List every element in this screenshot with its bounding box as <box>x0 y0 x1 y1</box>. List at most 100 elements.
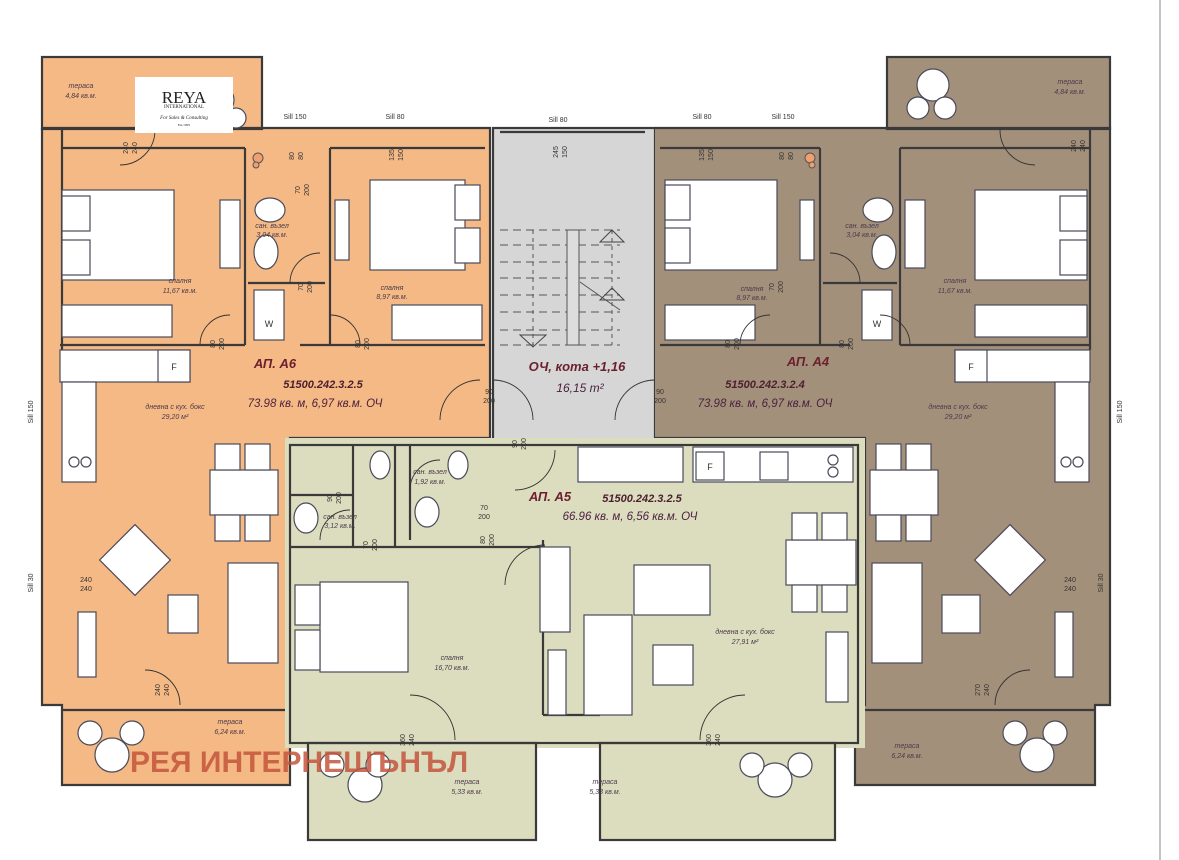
wardrobe <box>539 546 571 633</box>
svg-text:150: 150 <box>398 149 405 161</box>
svg-text:240: 240 <box>409 734 416 746</box>
svg-text:90: 90 <box>656 389 664 396</box>
sill-labels: Sill 150 Sill 80 Sill 80 Sill 80 Sill 15… <box>28 114 1124 593</box>
svg-text:сан. възел: сан. възел <box>413 469 447 476</box>
svg-text:80: 80 <box>779 152 786 160</box>
terrace-table <box>757 762 793 798</box>
svg-text:80: 80 <box>788 152 795 160</box>
logo-sub: INTERNATIONAL <box>164 105 204 110</box>
svg-text:51500.242.3.2.4: 51500.242.3.2.4 <box>725 379 805 391</box>
svg-text:80: 80 <box>210 340 217 348</box>
svg-text:сан. възел: сан. възел <box>845 223 879 230</box>
svg-text:240: 240 <box>155 684 162 696</box>
svg-text:200: 200 <box>307 281 314 293</box>
svg-text:3,12 кв.м.: 3,12 кв.м. <box>324 523 355 530</box>
svg-text:70: 70 <box>298 283 305 291</box>
svg-text:200: 200 <box>778 281 785 293</box>
apartment-a4-title: АП. А4 <box>786 354 830 369</box>
wardrobe <box>391 304 483 341</box>
svg-text:200: 200 <box>304 184 311 196</box>
svg-text:80: 80 <box>839 340 846 348</box>
svg-text:сан. възел: сан. възел <box>323 514 357 521</box>
svg-text:29,20 м²: 29,20 м² <box>161 414 189 421</box>
sink-unit <box>759 451 789 481</box>
logo-est: Est.1995 <box>178 123 191 127</box>
svg-text:80: 80 <box>298 152 305 160</box>
svg-text:70: 70 <box>363 541 370 549</box>
apartment-a6[interactable]: W F <box>40 55 492 787</box>
svg-text:240: 240 <box>80 586 92 593</box>
fridge-label: F <box>707 462 713 472</box>
tv-stand <box>77 611 97 678</box>
svg-text:тераса: тераса <box>69 83 94 90</box>
svg-text:200: 200 <box>364 338 371 350</box>
svg-text:70: 70 <box>480 505 488 512</box>
sofa <box>583 614 633 716</box>
svg-text:Sill 150: Sill 150 <box>284 114 307 121</box>
tv-stand <box>1054 611 1074 678</box>
svg-text:Sill 150: Sill 150 <box>28 400 35 423</box>
tv-stand <box>334 199 350 261</box>
sofa <box>227 562 279 664</box>
dining-table <box>869 469 939 516</box>
svg-text:135: 135 <box>699 149 706 161</box>
svg-text:1,92 кв.м.: 1,92 кв.м. <box>414 479 445 486</box>
sofa <box>871 562 923 664</box>
svg-text:сан. възел: сан. възел <box>255 223 289 230</box>
tv-stand <box>825 631 849 703</box>
wardrobe <box>61 304 173 338</box>
svg-text:200: 200 <box>848 338 855 350</box>
apartment-a6-title: АП. А6 <box>253 356 297 371</box>
svg-text:29,20 м²: 29,20 м² <box>944 414 972 421</box>
terrace-table <box>1019 737 1055 773</box>
svg-text:150: 150 <box>708 149 715 161</box>
svg-text:51500.242.3.2.5: 51500.242.3.2.5 <box>283 379 363 391</box>
svg-text:тераса: тераса <box>455 779 480 786</box>
svg-text:6,24 кв.м.: 6,24 кв.м. <box>214 729 245 736</box>
bed <box>319 581 409 673</box>
svg-text:11,67 кв.м.: 11,67 кв.м. <box>163 288 198 295</box>
stairwell-title: ОЧ, кота +1,16 <box>529 359 626 374</box>
svg-text:Sill 150: Sill 150 <box>772 114 795 121</box>
svg-text:200: 200 <box>478 514 490 521</box>
fridge-label: F <box>968 362 974 372</box>
coffee-table <box>941 594 981 634</box>
stairwell[interactable]: ОЧ, кота +1,16 16,15 m² <box>491 126 657 442</box>
svg-text:200: 200 <box>336 492 343 504</box>
svg-text:тераса: тераса <box>1058 79 1083 86</box>
apartment-a4[interactable]: W F <box>655 55 1112 787</box>
sofa <box>633 564 711 616</box>
a5-labels: сан. възел 1,92 кв.м. сан. възел 3,12 кв.м… <box>323 469 775 796</box>
svg-text:3,04 кв.м.: 3,04 кв.м. <box>846 232 877 239</box>
svg-text:80: 80 <box>355 340 362 348</box>
reya-logo: REYA INTERNATIONAL For Sales & Consultin… <box>135 77 233 133</box>
svg-text:Sill 30: Sill 30 <box>1098 573 1105 592</box>
svg-text:51500.242.3.2.5: 51500.242.3.2.5 <box>602 493 682 505</box>
dining-table <box>209 469 279 516</box>
wardrobe <box>974 304 1088 338</box>
kitchen-counter <box>61 381 97 483</box>
apartment-a5-title: АП. А5 <box>528 489 572 504</box>
fridge <box>695 451 725 481</box>
svg-text:8,97 кв.м.: 8,97 кв.м. <box>736 295 767 302</box>
stairwell-area: 16,15 m² <box>556 381 604 395</box>
toilet <box>862 197 894 223</box>
fridge <box>157 349 191 383</box>
coffee-table <box>652 644 694 686</box>
apartment-a5[interactable]: F <box>285 438 865 842</box>
sink <box>253 234 279 270</box>
svg-text:240: 240 <box>984 684 991 696</box>
svg-text:дневна с кух. бокс: дневна с кух. бокс <box>928 403 988 411</box>
stair-up-arrow-icon <box>598 229 626 243</box>
toilet <box>254 197 286 223</box>
svg-text:16,70 кв.м.: 16,70 кв.м. <box>434 665 469 672</box>
svg-text:240: 240 <box>1080 140 1087 152</box>
bed <box>369 179 466 271</box>
svg-text:3,04 кв.м.: 3,04 кв.м. <box>256 232 287 239</box>
svg-text:80: 80 <box>725 340 732 348</box>
svg-text:дневна с кух. бокс: дневна с кух. бокс <box>715 628 775 636</box>
svg-text:8,97 кв.м.: 8,97 кв.м. <box>376 294 407 301</box>
svg-text:240: 240 <box>80 577 92 584</box>
